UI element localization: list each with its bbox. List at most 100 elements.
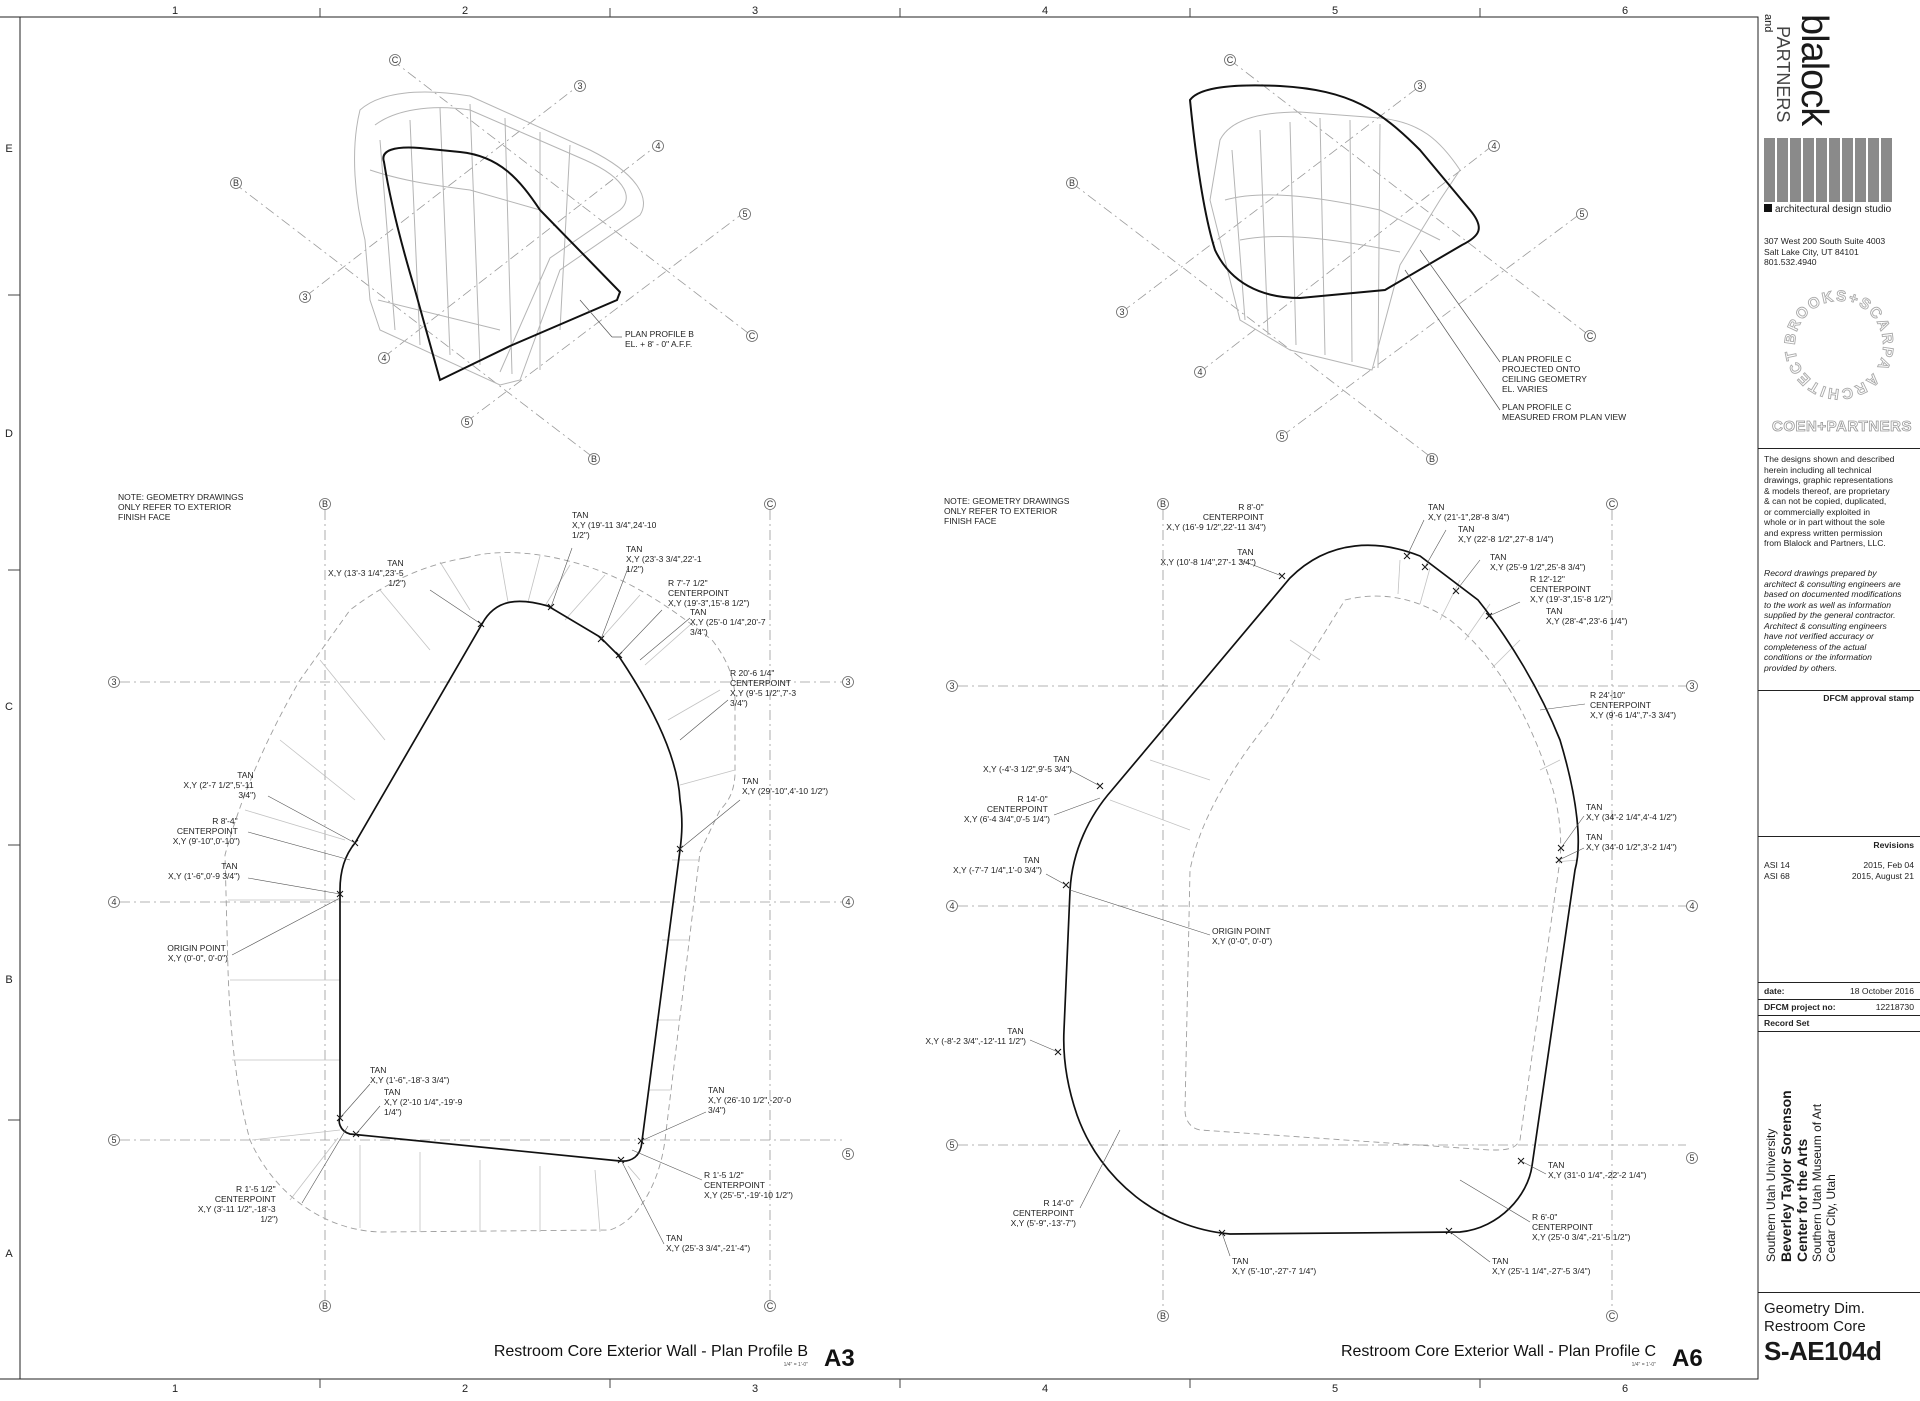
consultant-logo: COEN+PARTNERS [1772, 418, 1912, 436]
a6-leaders [1029, 519, 1586, 1263]
revision-code: ASI 68 [1764, 871, 1790, 881]
col-label-4-bottom: 4 [1042, 1383, 1048, 1395]
svg-text:3: 3 [1417, 81, 1422, 91]
divider [1758, 836, 1920, 837]
a3-bubble-5-right: 5 [842, 1148, 854, 1160]
revision-code: ASI 14 [1764, 860, 1790, 870]
iso-c-bubble-b1: B [1066, 177, 1078, 189]
iso-c-bubble-c1: C [1224, 54, 1236, 66]
row-label-d: D [5, 428, 13, 440]
a6-ann-r4: R 14'-0" CENTERPOINT X,Y (6'-4 3/4",0'-5… [964, 794, 1050, 824]
project-museum: Southern Utah Museum of Art [1810, 1103, 1824, 1262]
svg-text:B: B [1160, 1311, 1166, 1321]
svg-text:5: 5 [949, 1140, 954, 1150]
svg-text:C: C [1609, 499, 1616, 509]
svg-text:3: 3 [1119, 307, 1124, 317]
iso-b-bubble-4b: 4 [378, 352, 390, 364]
a6-grid-lines [958, 510, 1686, 1310]
divider [1758, 1015, 1920, 1016]
iso-view-c: PLAN PROFILE C PROJECTED ONTO CEILING GE… [1066, 54, 1626, 465]
col-label-2-bottom: 2 [462, 1383, 468, 1395]
svg-text:4: 4 [1491, 141, 1496, 151]
svg-text:4: 4 [845, 897, 850, 907]
iso-c-label-1: PLAN PROFILE C PROJECTED ONTO CEILING GE… [1502, 354, 1589, 394]
a3-bubble-c-top: C [764, 498, 776, 510]
a3-ann-r4: R 1'-5 1/2" CENTERPOINT X,Y (3'-11 1/2",… [198, 1184, 278, 1224]
sheet-title-line-2: Restroom Core [1764, 1318, 1866, 1335]
iso-b-grid-bubbles: C 3 4 B 5 3 C 4 5 B [230, 54, 758, 465]
project-name-2: Center for the Arts [1794, 1138, 1810, 1262]
a3-panel-lines [228, 555, 736, 1233]
iso-b-bubble-c2: C [746, 330, 758, 342]
a3-ann-tan3: TAN X,Y (23'-3 3/4",22'-1 1/2") [626, 544, 704, 574]
svg-text:4: 4 [1689, 901, 1694, 911]
a3-outer-wall [224, 552, 736, 1233]
iso-b-label-1: PLAN PROFILE B [625, 329, 694, 339]
svg-text:B: B [322, 499, 328, 509]
iso-c-shell [1209, 111, 1461, 371]
svg-text:4: 4 [111, 897, 116, 907]
a3-ann-r2: R 20'-6 1/4" CENTERPOINT X,Y (9'-5 1/2",… [730, 668, 799, 708]
row-label-c: C [5, 701, 13, 713]
iso-c-bubble-5a: 5 [1576, 208, 1588, 220]
date-row: date: 18 October 2016 [1764, 986, 1914, 997]
svg-text:C: C [392, 55, 399, 65]
row-label-a: A [5, 1248, 13, 1260]
a3-ann-tan8: TAN X,Y (1'-6",-18'-3 3/4") [370, 1065, 450, 1085]
project-client: Southern Utah University [1764, 1128, 1778, 1262]
svg-text:B: B [591, 454, 597, 464]
svg-text:5: 5 [111, 1135, 116, 1145]
a6-ann-tan5: TAN X,Y (28'-4",23'-6 1/4") [1546, 606, 1628, 626]
a6-ann-tan2: TAN X,Y (21'-1",28'-8 3/4") [1428, 502, 1510, 522]
a6-bubble-3-right: 3 [1686, 680, 1698, 692]
title-block: and blalock PARTNERS architectural desig… [1758, 0, 1920, 1396]
svg-text:5: 5 [464, 417, 469, 427]
a6-ann-tan9: TAN X,Y (34'-0 1/2",3'-2 1/4") [1586, 832, 1677, 852]
a6-inner-wall [1184, 595, 1562, 1151]
a3-ann-origin: ORIGIN POINT X,Y (0'-0", 0'-0") [167, 943, 228, 963]
revision-date: 2015, Feb 04 [1863, 860, 1914, 870]
a6-grid-bubbles: B C B C 3 3 4 4 5 5 [946, 498, 1698, 1322]
iso-c-grid-bubbles: C 3 4 B 5 3 C 4 5 B [1066, 54, 1596, 465]
a6-bubble-5-left: 5 [946, 1139, 958, 1151]
a6-ann-tan1: TAN X,Y (10'-8 1/4",27'-1 3/4") [1160, 547, 1256, 567]
col-label-4: 4 [1042, 5, 1048, 17]
divider [1758, 982, 1920, 983]
a3-title: Restroom Core Exterior Wall - Plan Profi… [494, 1343, 808, 1360]
a3-ann-tan5: TAN X,Y (29'-10",4'-10 1/2") [742, 776, 828, 796]
svg-text:5: 5 [742, 209, 747, 219]
iso-view-b: PLAN PROFILE B EL. + 8' - 0" A.F.F. C 3 … [230, 54, 758, 465]
a6-ann-r3: R 24'-10" CENTERPOINT X,Y (9'-6 1/4",7'-… [1590, 690, 1676, 720]
svg-text:C: C [767, 499, 774, 509]
a6-ann-tan6: TAN X,Y (-4'-3 1/2",9'-5 3/4") [983, 754, 1072, 774]
project-number-label: DFCM project no: [1764, 1002, 1836, 1012]
a3-ann-tan9: TAN X,Y (2'-10 1/4",-19'-9 1/4") [384, 1087, 465, 1117]
iso-c-grid-lines [1071, 59, 1591, 459]
a3-grid-bubbles: B C B C 3 3 4 4 5 5 [108, 498, 854, 1312]
a3-note: NOTE: GEOMETRY DRAWINGS ONLY REFER TO EX… [118, 492, 246, 522]
revisions-title: Revisions [1873, 840, 1914, 850]
a6-bubble-4-left: 4 [946, 900, 958, 912]
iso-b-bubble-b1: B [230, 177, 242, 189]
svg-text:5: 5 [845, 1149, 850, 1159]
col-label-6-bottom: 6 [1622, 1383, 1628, 1395]
a3-bubble-3-right: 3 [842, 676, 854, 688]
a3-bubble-b-top: B [319, 498, 331, 510]
svg-text:5: 5 [1579, 209, 1584, 219]
seal-text: BROOKS+SCARPA ARCHITECTURE [1774, 280, 1896, 402]
a3-ann-tan1: TAN X,Y (13'-3 1/4",23'-5 1/2") [328, 558, 406, 588]
a6-ann-tan3: TAN X,Y (22'-8 1/2",27'-8 1/4") [1458, 524, 1554, 544]
iso-c-leaders [1404, 249, 1501, 411]
consultant-seal: BROOKS+SCARPA ARCHITECTURE [1774, 280, 1896, 403]
iso-b-bubble-4a: 4 [652, 140, 664, 152]
col-label-5-bottom: 5 [1332, 1383, 1338, 1395]
tagline-text: architectural design studio [1775, 204, 1892, 215]
revision-row-2: ASI 68 2015, August 21 [1764, 871, 1914, 882]
svg-text:C: C [1587, 331, 1594, 341]
a6-ann-tan11: TAN X,Y (31'-0 1/4",-22'-2 1/4") [1548, 1160, 1647, 1180]
a3-ann-tan11: TAN X,Y (25'-3 3/4",-21'-4") [666, 1233, 750, 1253]
a6-ann-tan13: TAN X,Y (25'-1 1/4",-27'-5 3/4") [1492, 1256, 1591, 1276]
svg-text:C: C [767, 1301, 774, 1311]
sheet-title-line-1: Geometry Dim. [1764, 1300, 1865, 1317]
approval-stamp-label: DFCM approval stamp [1823, 693, 1914, 703]
